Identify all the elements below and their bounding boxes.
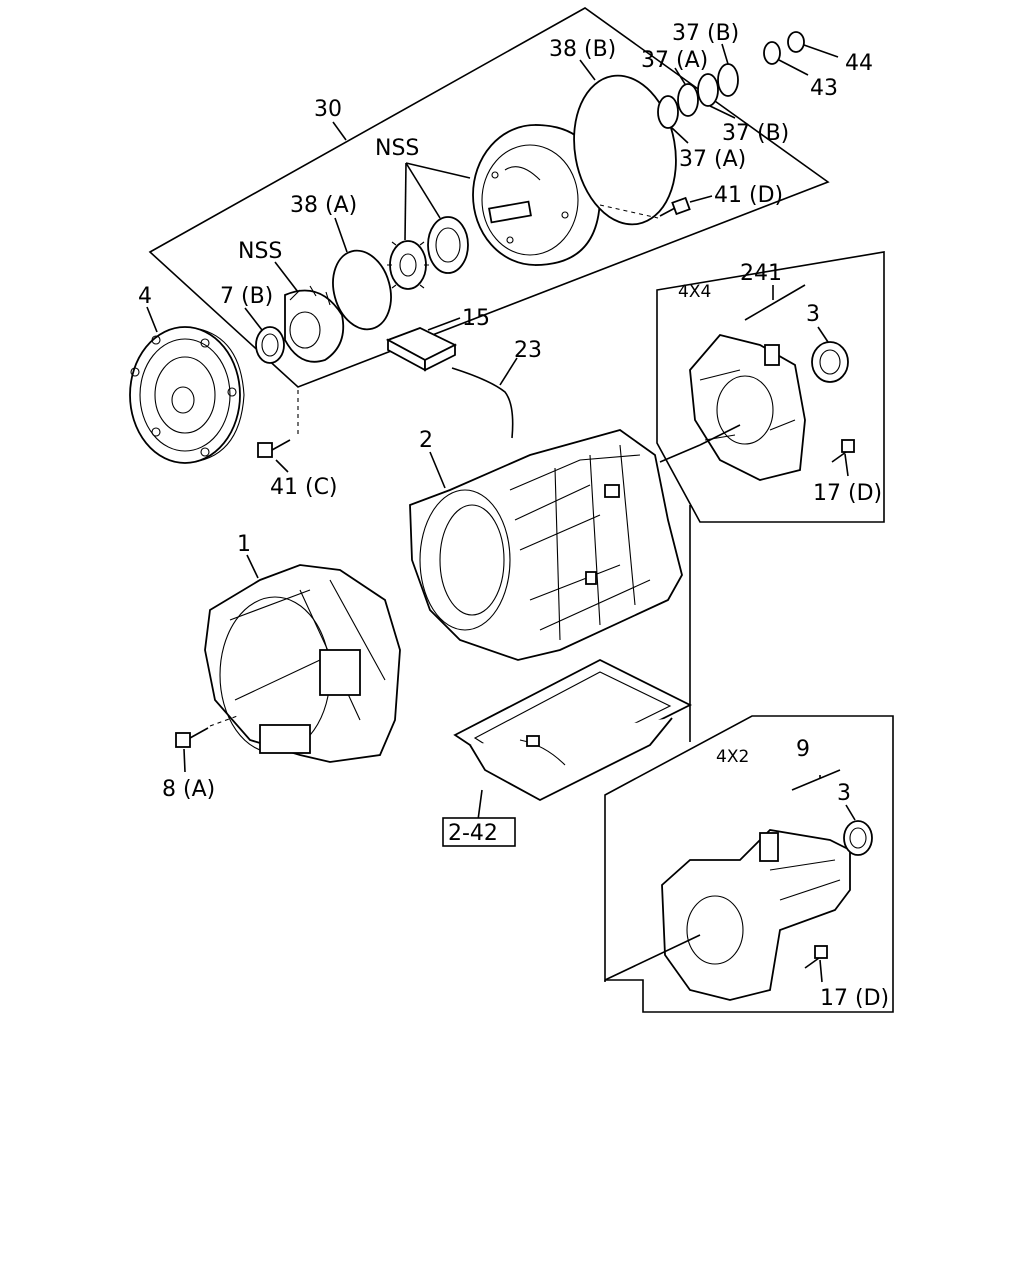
pump-gears-nss-part <box>387 216 469 290</box>
callout-nss-left: NSS <box>238 239 282 264</box>
leader-nss-left <box>274 261 299 293</box>
leader-37a-mid <box>671 127 689 144</box>
seal-rings-37-part <box>657 63 739 129</box>
leader-37b-top <box>721 43 729 65</box>
callout-41d: 41 (D) <box>714 183 783 208</box>
leader-9-b <box>791 769 841 791</box>
leader-43 <box>778 59 809 76</box>
callout-30: 30 <box>314 97 342 122</box>
callout-43: 43 <box>810 76 838 101</box>
leader-4 <box>146 306 158 333</box>
box-4x2-title: 4X2 <box>716 747 749 767</box>
leader-30 <box>332 121 347 141</box>
callout-9: 9 <box>796 737 810 762</box>
callout-8a: 8 (A) <box>162 777 215 802</box>
callout-37a-top: 37 (A) <box>641 48 708 73</box>
callout-nss-top: NSS <box>375 136 419 161</box>
bolt-17d-4x4-part <box>831 439 855 463</box>
bolt-8a-part <box>175 727 209 748</box>
callout-15: 15 <box>462 306 490 331</box>
leader-nss-top-a <box>405 162 471 179</box>
callout-38b: 38 (B) <box>549 37 616 62</box>
dashed-8a <box>209 714 241 727</box>
pump-body-nss-part <box>284 285 345 363</box>
oil-pan-part <box>453 658 693 802</box>
leader-8a <box>183 748 186 773</box>
ref-2-42-box <box>442 817 516 847</box>
connector-15-part <box>385 327 458 372</box>
harness-23-part <box>451 367 514 439</box>
leader-37b-mid <box>709 105 736 119</box>
leader-3-4x2 <box>845 804 856 821</box>
bell-housing-part <box>204 564 401 763</box>
callout-2: 2 <box>419 428 433 453</box>
leader-1 <box>246 554 259 579</box>
callout-4: 4 <box>138 284 152 309</box>
connector-line-4x4-in <box>699 424 741 446</box>
bolt-17d-4x2-part <box>804 945 828 969</box>
leader-nss-top-b <box>405 162 441 219</box>
group-30-outline <box>148 7 830 388</box>
washer-43-part <box>763 41 781 65</box>
callout-37b-mid: 37 (B) <box>722 121 789 146</box>
leader-2-42 <box>477 789 483 821</box>
o-ring-38b-part <box>573 74 677 226</box>
connector-line-4x2-in <box>604 934 701 981</box>
bolt-41c-part <box>257 439 291 458</box>
leader-7b <box>244 307 263 331</box>
leader-15 <box>427 317 461 331</box>
leader-41c <box>275 459 289 473</box>
leader-37a-top <box>674 67 686 85</box>
callout-37b-top: 37 (B) <box>672 21 739 46</box>
callout-241: 241 <box>740 261 782 286</box>
oil-seal-7b-part <box>255 326 285 364</box>
ref-2-42-label: 2-42 <box>448 821 498 846</box>
box-4x4-title: 4X4 <box>678 282 711 302</box>
box-4x2-outline <box>604 715 894 1013</box>
callout-23: 23 <box>514 338 542 363</box>
torque-converter-part <box>129 326 245 464</box>
leader-2 <box>429 451 446 489</box>
callout-1: 1 <box>237 532 251 557</box>
callout-3-4x2: 3 <box>837 781 851 806</box>
leader-38a <box>334 217 348 253</box>
callout-17d-4x4: 17 (D) <box>813 481 882 506</box>
box-4x4-outline <box>656 251 885 523</box>
leader-241-b <box>744 284 806 321</box>
leader-38b <box>579 59 596 81</box>
callout-17d-4x2: 17 (D) <box>820 986 889 1011</box>
oil-seal-3-4x2-part <box>843 820 873 856</box>
extension-housing-4x4-part <box>689 333 806 481</box>
leader-44 <box>803 44 839 58</box>
snap-ring-44-part <box>787 31 805 53</box>
transmission-case-part <box>409 429 683 661</box>
dashed-41d <box>599 204 659 219</box>
callout-44: 44 <box>845 51 873 76</box>
leader-41d <box>689 195 713 203</box>
leader-3-4x4 <box>817 326 829 343</box>
bolt-41d-part <box>659 196 691 217</box>
callout-3-4x4: 3 <box>806 302 820 327</box>
extension-housing-4x2-part <box>661 829 851 1001</box>
bearing-3-4x4-part <box>811 341 849 383</box>
leader-nss-top-c <box>404 162 407 241</box>
leader-17d-4x2 <box>819 959 823 983</box>
callout-41c: 41 (C) <box>270 475 338 500</box>
o-ring-38a-part <box>332 249 392 331</box>
callout-7b: 7 (B) <box>220 284 273 309</box>
leader-23 <box>499 357 518 386</box>
callout-37a-mid: 37 (A) <box>679 147 746 172</box>
leader-17d-4x4 <box>844 453 849 477</box>
callout-38a: 38 (A) <box>290 193 357 218</box>
